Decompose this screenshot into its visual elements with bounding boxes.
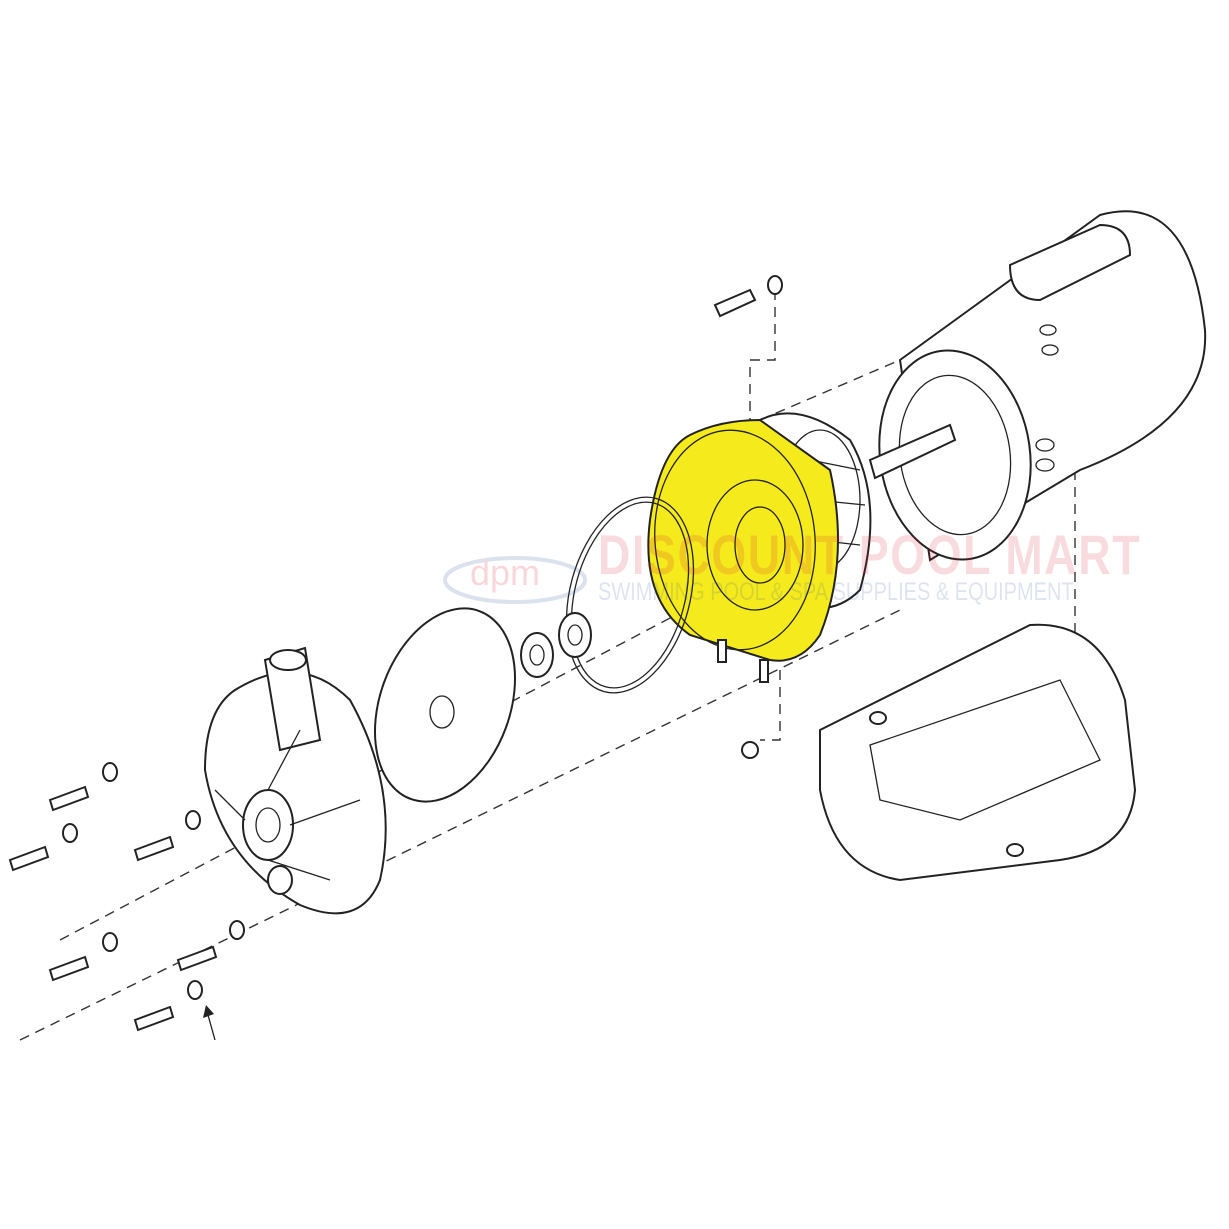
o-ring (565, 496, 695, 694)
watermark-brand: DISCOUNT POOL MART (598, 523, 1142, 586)
seal-plate-highlighted (647, 418, 839, 683)
watermark-logo: dpm (443, 552, 587, 604)
watermark-tagline: SWIMMING POOL & SPA SUPPLIES & EQUIPMENT (598, 578, 1074, 606)
alignment-lines (19, 290, 1076, 1041)
hex-nut (741, 741, 759, 759)
housing-bolts (8, 762, 245, 1032)
motor-base (819, 623, 1137, 882)
impeller (373, 607, 517, 803)
shaft-seal (520, 612, 592, 678)
pointer-arrow (203, 1005, 216, 1041)
bracket-bolt (713, 275, 783, 759)
pump-housing (203, 646, 387, 915)
motor (868, 210, 1207, 562)
svg-text:dpm: dpm (470, 552, 540, 593)
motor-shaft (868, 423, 957, 480)
